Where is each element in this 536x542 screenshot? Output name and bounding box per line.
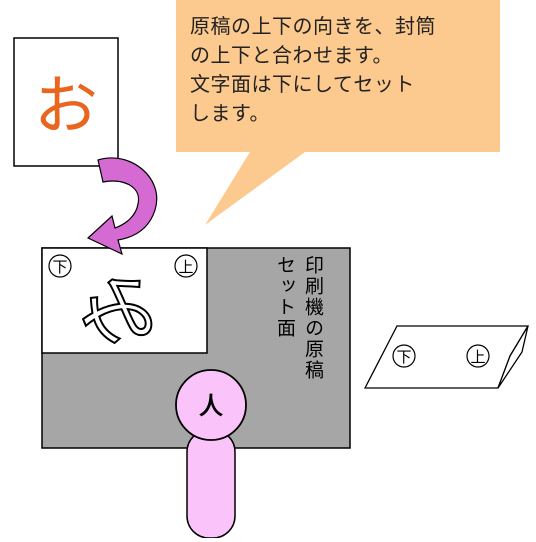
flip-arrow [86,157,158,256]
envelope-side [497,325,529,389]
placed-sheet-bottom-mark [48,254,72,278]
callout-bubble [176,0,500,225]
envelope-top-label: 上 [470,348,485,366]
envelope-bottom-mark [392,344,416,368]
printer-label-secondary: セット面 [274,255,296,339]
original-sheet [13,37,119,167]
placed-sheet-bottom-label: 下 [52,258,67,276]
envelope-bottom-label: 下 [396,348,411,366]
person-head [175,369,247,441]
printer-label-primary: 印刷機の原稿 [302,255,324,381]
original-sheet-glyph: お [34,70,98,144]
placed-sheet-top-mark [174,254,198,278]
placed-sheet-glyph: み [79,267,157,357]
person-body [186,429,236,539]
placed-sheet-top-label: 上 [178,258,193,276]
person-label: 人 [199,392,223,420]
envelope-top-mark [466,344,490,368]
callout-text: 原稿の上下の向きを、封筒 の上下と合わせます。 文字面は下にしてセット します。 [190,14,436,125]
